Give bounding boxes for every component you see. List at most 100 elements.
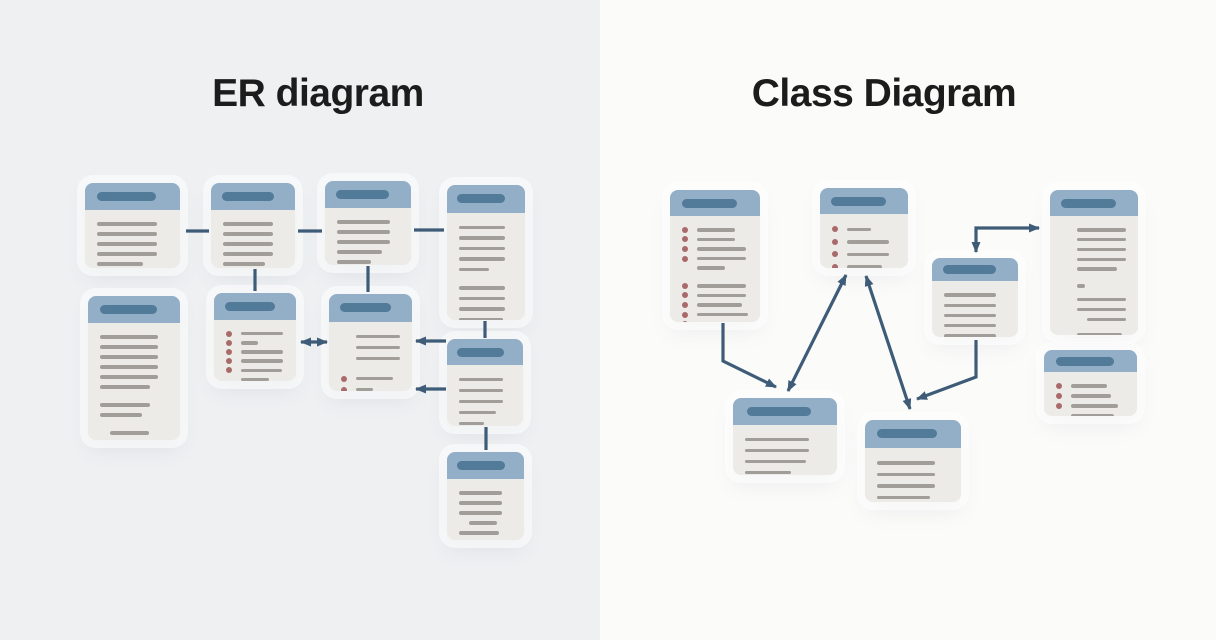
text-line [1077, 237, 1126, 242]
card-row [682, 291, 748, 301]
card-row [341, 342, 400, 353]
card-row [100, 410, 168, 420]
text-line [100, 403, 151, 407]
bullet-icon [682, 282, 688, 289]
text-line [459, 421, 484, 426]
card-row [100, 400, 168, 410]
card-title-pill [1056, 357, 1114, 366]
text-line [697, 284, 746, 288]
card-row [877, 480, 949, 492]
text-line [1071, 394, 1112, 398]
text-line [223, 242, 274, 246]
bullet-spacer [1062, 237, 1068, 243]
card-body [820, 214, 908, 268]
card-header [329, 294, 412, 322]
class-box [820, 188, 908, 268]
bullet-icon [682, 255, 688, 262]
text-line [97, 262, 144, 266]
text-line [944, 303, 997, 308]
card-row [1062, 295, 1126, 305]
bullet-spacer [1062, 256, 1068, 262]
card-row [226, 375, 284, 381]
card-row [337, 227, 399, 237]
text-line [459, 257, 505, 261]
text-line [697, 266, 725, 270]
card-title-pill [746, 407, 811, 416]
text-line [459, 286, 505, 290]
card-body [1044, 372, 1137, 416]
bullet-icon [682, 226, 688, 233]
card-row [459, 314, 513, 320]
card-row [341, 353, 400, 364]
card-title-pill [877, 429, 937, 438]
card-row [341, 384, 400, 391]
bullet-spacer [1062, 297, 1068, 303]
card-row [337, 247, 399, 257]
card-row [341, 331, 400, 342]
card-row [100, 382, 168, 392]
text-line [877, 472, 935, 476]
card-row [459, 243, 513, 254]
card-row [832, 248, 896, 261]
card-title-pill [1061, 199, 1116, 208]
card-body [865, 448, 961, 502]
card-row [459, 385, 511, 396]
bullet-spacer [226, 377, 232, 381]
text-line [697, 293, 746, 298]
entity-box [447, 339, 523, 426]
text-line [241, 368, 282, 373]
bullet-icon [226, 348, 232, 355]
card-row [100, 342, 168, 352]
entity-box [214, 293, 296, 381]
card-row [459, 396, 511, 407]
card-title-pill [681, 199, 738, 208]
text-line [459, 531, 500, 535]
text-line [1077, 284, 1085, 288]
text-line [697, 237, 736, 242]
class-box [1044, 350, 1137, 416]
card-row [944, 300, 1006, 310]
text-line [877, 484, 935, 488]
text-line [223, 232, 274, 236]
text-line [100, 345, 158, 349]
card-row [877, 492, 949, 503]
card-row [1062, 235, 1126, 245]
card-title-pill [221, 192, 274, 201]
text-line [337, 240, 390, 244]
bullet-spacer [682, 265, 688, 271]
text-line [745, 459, 806, 464]
entity-box [447, 185, 525, 320]
text-line [697, 247, 746, 251]
card-body [329, 322, 412, 391]
entity-box [329, 294, 412, 391]
card-row [1062, 330, 1126, 335]
card-row [459, 293, 513, 304]
card-row [682, 281, 748, 291]
text-line [697, 256, 746, 261]
class-box [733, 398, 837, 475]
card-row [459, 283, 513, 294]
card-row [877, 469, 949, 481]
bullet-icon [832, 251, 838, 258]
card-header [820, 188, 908, 214]
bullet-icon [341, 375, 347, 382]
text-line [459, 296, 505, 300]
card-body [670, 216, 760, 322]
card-row [223, 239, 283, 249]
card-row [1062, 254, 1126, 264]
bullet-icon [682, 245, 688, 252]
text-line [356, 387, 373, 391]
card-row [682, 310, 748, 320]
text-line [241, 377, 269, 381]
text-line [459, 501, 503, 505]
card-header [932, 258, 1018, 281]
text-line [1077, 297, 1126, 302]
text-line [459, 399, 503, 404]
card-row [226, 329, 284, 338]
card-row [100, 438, 168, 440]
text-line [1077, 333, 1122, 335]
card-row [459, 518, 512, 528]
card-row [682, 263, 748, 273]
bullet-spacer [1062, 227, 1068, 233]
card-title-pill [97, 192, 157, 201]
